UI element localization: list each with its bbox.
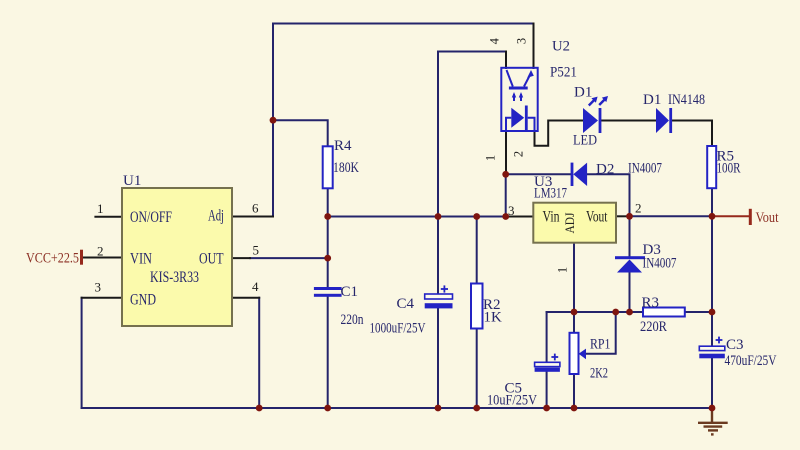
- svg-text:RP1: RP1: [590, 337, 611, 353]
- svg-text:180K: 180K: [333, 160, 359, 176]
- svg-text:U2: U2: [552, 39, 570, 55]
- svg-text:R4: R4: [334, 138, 352, 154]
- svg-text:2: 2: [97, 244, 104, 259]
- svg-text:220n: 220n: [341, 312, 364, 328]
- svg-text:1000uF/25V: 1000uF/25V: [370, 320, 426, 336]
- svg-text:U3: U3: [534, 174, 552, 190]
- svg-text:Vin: Vin: [543, 209, 560, 226]
- svg-text:IN4007: IN4007: [628, 161, 662, 177]
- svg-text:KIS-3R33: KIS-3R33: [150, 269, 199, 286]
- svg-text:1: 1: [484, 155, 498, 161]
- svg-text:4: 4: [487, 37, 501, 44]
- svg-text:R3: R3: [642, 295, 660, 311]
- svg-text:470uF/25V: 470uF/25V: [725, 353, 777, 369]
- svg-text:R2: R2: [483, 297, 501, 313]
- svg-text:1: 1: [97, 201, 104, 216]
- svg-text:C1: C1: [341, 284, 359, 300]
- svg-text:D3: D3: [643, 242, 661, 258]
- svg-text:C5: C5: [505, 380, 523, 396]
- svg-text:2: 2: [512, 151, 526, 157]
- svg-text:C3: C3: [726, 337, 744, 353]
- svg-text:3: 3: [508, 203, 515, 218]
- svg-text:220R: 220R: [640, 319, 667, 335]
- svg-text:VCC+22.5: VCC+22.5: [26, 251, 79, 267]
- svg-text:R5: R5: [717, 149, 735, 165]
- svg-text:GND: GND: [130, 292, 156, 309]
- svg-text:Vout: Vout: [586, 209, 608, 226]
- svg-text:2K2: 2K2: [590, 366, 608, 382]
- svg-text:D1: D1: [643, 92, 661, 108]
- svg-text:6: 6: [252, 201, 259, 216]
- svg-text:1K: 1K: [484, 310, 503, 326]
- svg-text:Adj: Adj: [208, 208, 224, 225]
- svg-text:C4: C4: [397, 296, 415, 312]
- svg-text:2: 2: [635, 201, 642, 216]
- svg-text:Vout: Vout: [756, 210, 780, 226]
- svg-text:ON/OFF: ON/OFF: [130, 209, 172, 226]
- svg-text:D2: D2: [596, 162, 614, 178]
- svg-text:U1: U1: [123, 173, 141, 189]
- svg-text:OUT: OUT: [199, 251, 224, 268]
- svg-text:100R: 100R: [717, 161, 741, 177]
- svg-text:VIN: VIN: [130, 251, 152, 268]
- svg-text:IN4148: IN4148: [668, 92, 705, 108]
- svg-text:IN4007: IN4007: [643, 255, 677, 271]
- svg-text:4: 4: [252, 279, 259, 294]
- svg-text:3: 3: [95, 280, 102, 295]
- svg-text:1: 1: [556, 267, 570, 273]
- svg-text:ADJ: ADJ: [562, 213, 577, 234]
- svg-text:LED: LED: [573, 133, 597, 149]
- svg-text:P521: P521: [550, 65, 577, 81]
- svg-text:3: 3: [515, 38, 529, 44]
- svg-text:10uF/25V: 10uF/25V: [487, 393, 537, 409]
- svg-text:LM317: LM317: [534, 186, 567, 202]
- svg-text:5: 5: [253, 243, 260, 258]
- svg-text:D1: D1: [574, 85, 592, 101]
